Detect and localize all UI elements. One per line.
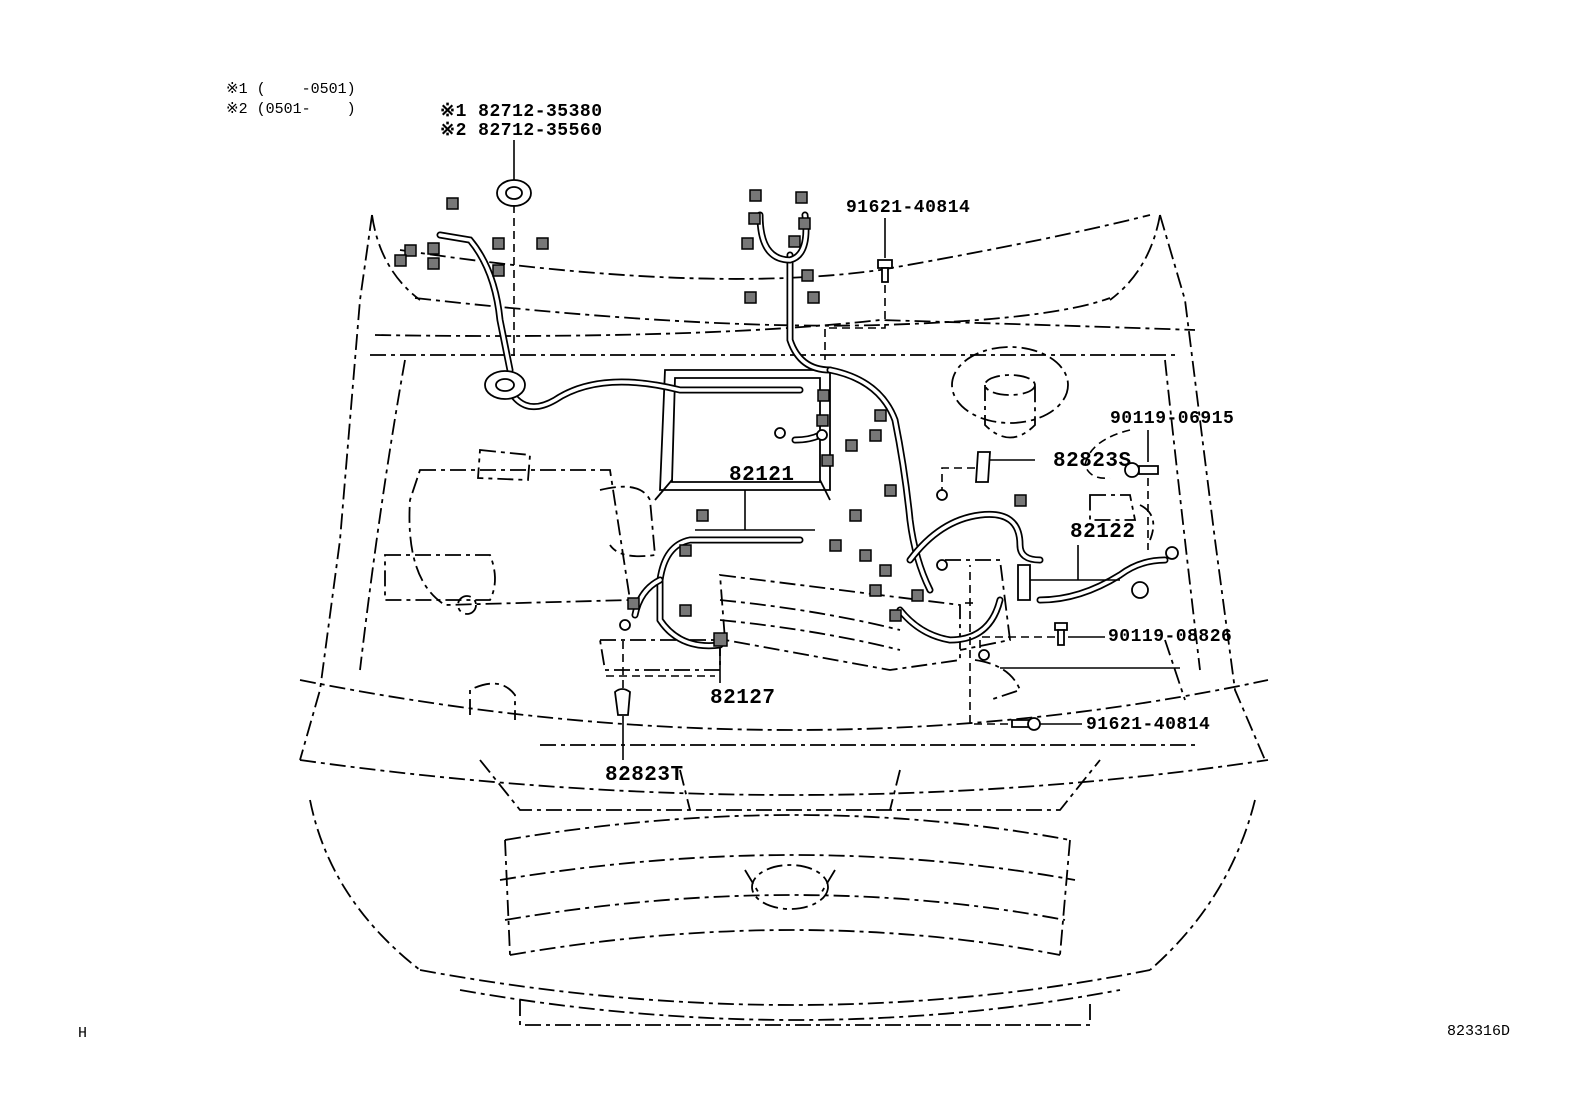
callout-bolt-right-mid: 90119-08826 xyxy=(1108,627,1233,647)
note-variant-2: ※2 (0501- ) xyxy=(226,101,356,118)
callout-bolt-right-top: 90119-06915 xyxy=(1110,409,1235,429)
note-variant-1: ※1 ( -0501) xyxy=(226,81,356,98)
callout-grommet-variant-2: ※2 82712-35560 xyxy=(440,121,603,141)
vehicle-outline xyxy=(299,214,1269,1026)
callout-harness-right: 82122 xyxy=(1070,521,1136,544)
battery-outline xyxy=(654,369,831,501)
diagram-code: 823316D xyxy=(1447,1023,1511,1040)
leader-lines xyxy=(513,140,1180,760)
wire-harnesses xyxy=(436,211,1169,650)
callout-harness-bottom: 82127 xyxy=(710,687,776,710)
corner-mark: H xyxy=(78,1025,88,1042)
callout-bolt-right-bottom: 91621-40814 xyxy=(1086,715,1211,735)
callout-bolt-top: 91621-40814 xyxy=(846,198,971,218)
callout-grommet-variant-1: ※1 82712-35380 xyxy=(440,102,603,122)
callout-harness-main: 82121 xyxy=(729,464,795,487)
connectors xyxy=(394,189,1027,647)
callout-clamp-t: 82823T xyxy=(605,764,684,787)
callout-clamp-s: 82823S xyxy=(1053,450,1132,473)
fastener-parts xyxy=(484,179,1179,731)
